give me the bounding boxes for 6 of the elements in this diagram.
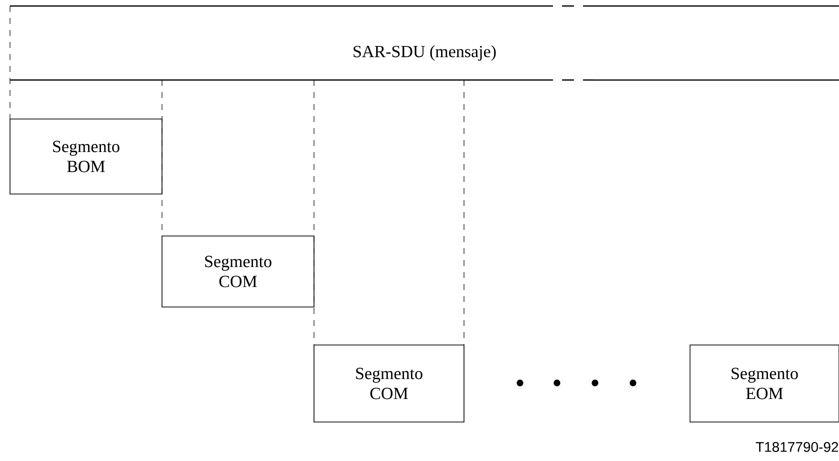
segment-box: Segmento EOM [690,344,839,422]
segment-box: Segmento COM [314,344,464,422]
message-band: SAR-SDU (mensaje) [10,5,839,81]
segment-box: Segmento COM [162,236,314,308]
segment-box: Segmento BOM [10,118,162,194]
figure-code: T1817790-92 [756,442,838,452]
